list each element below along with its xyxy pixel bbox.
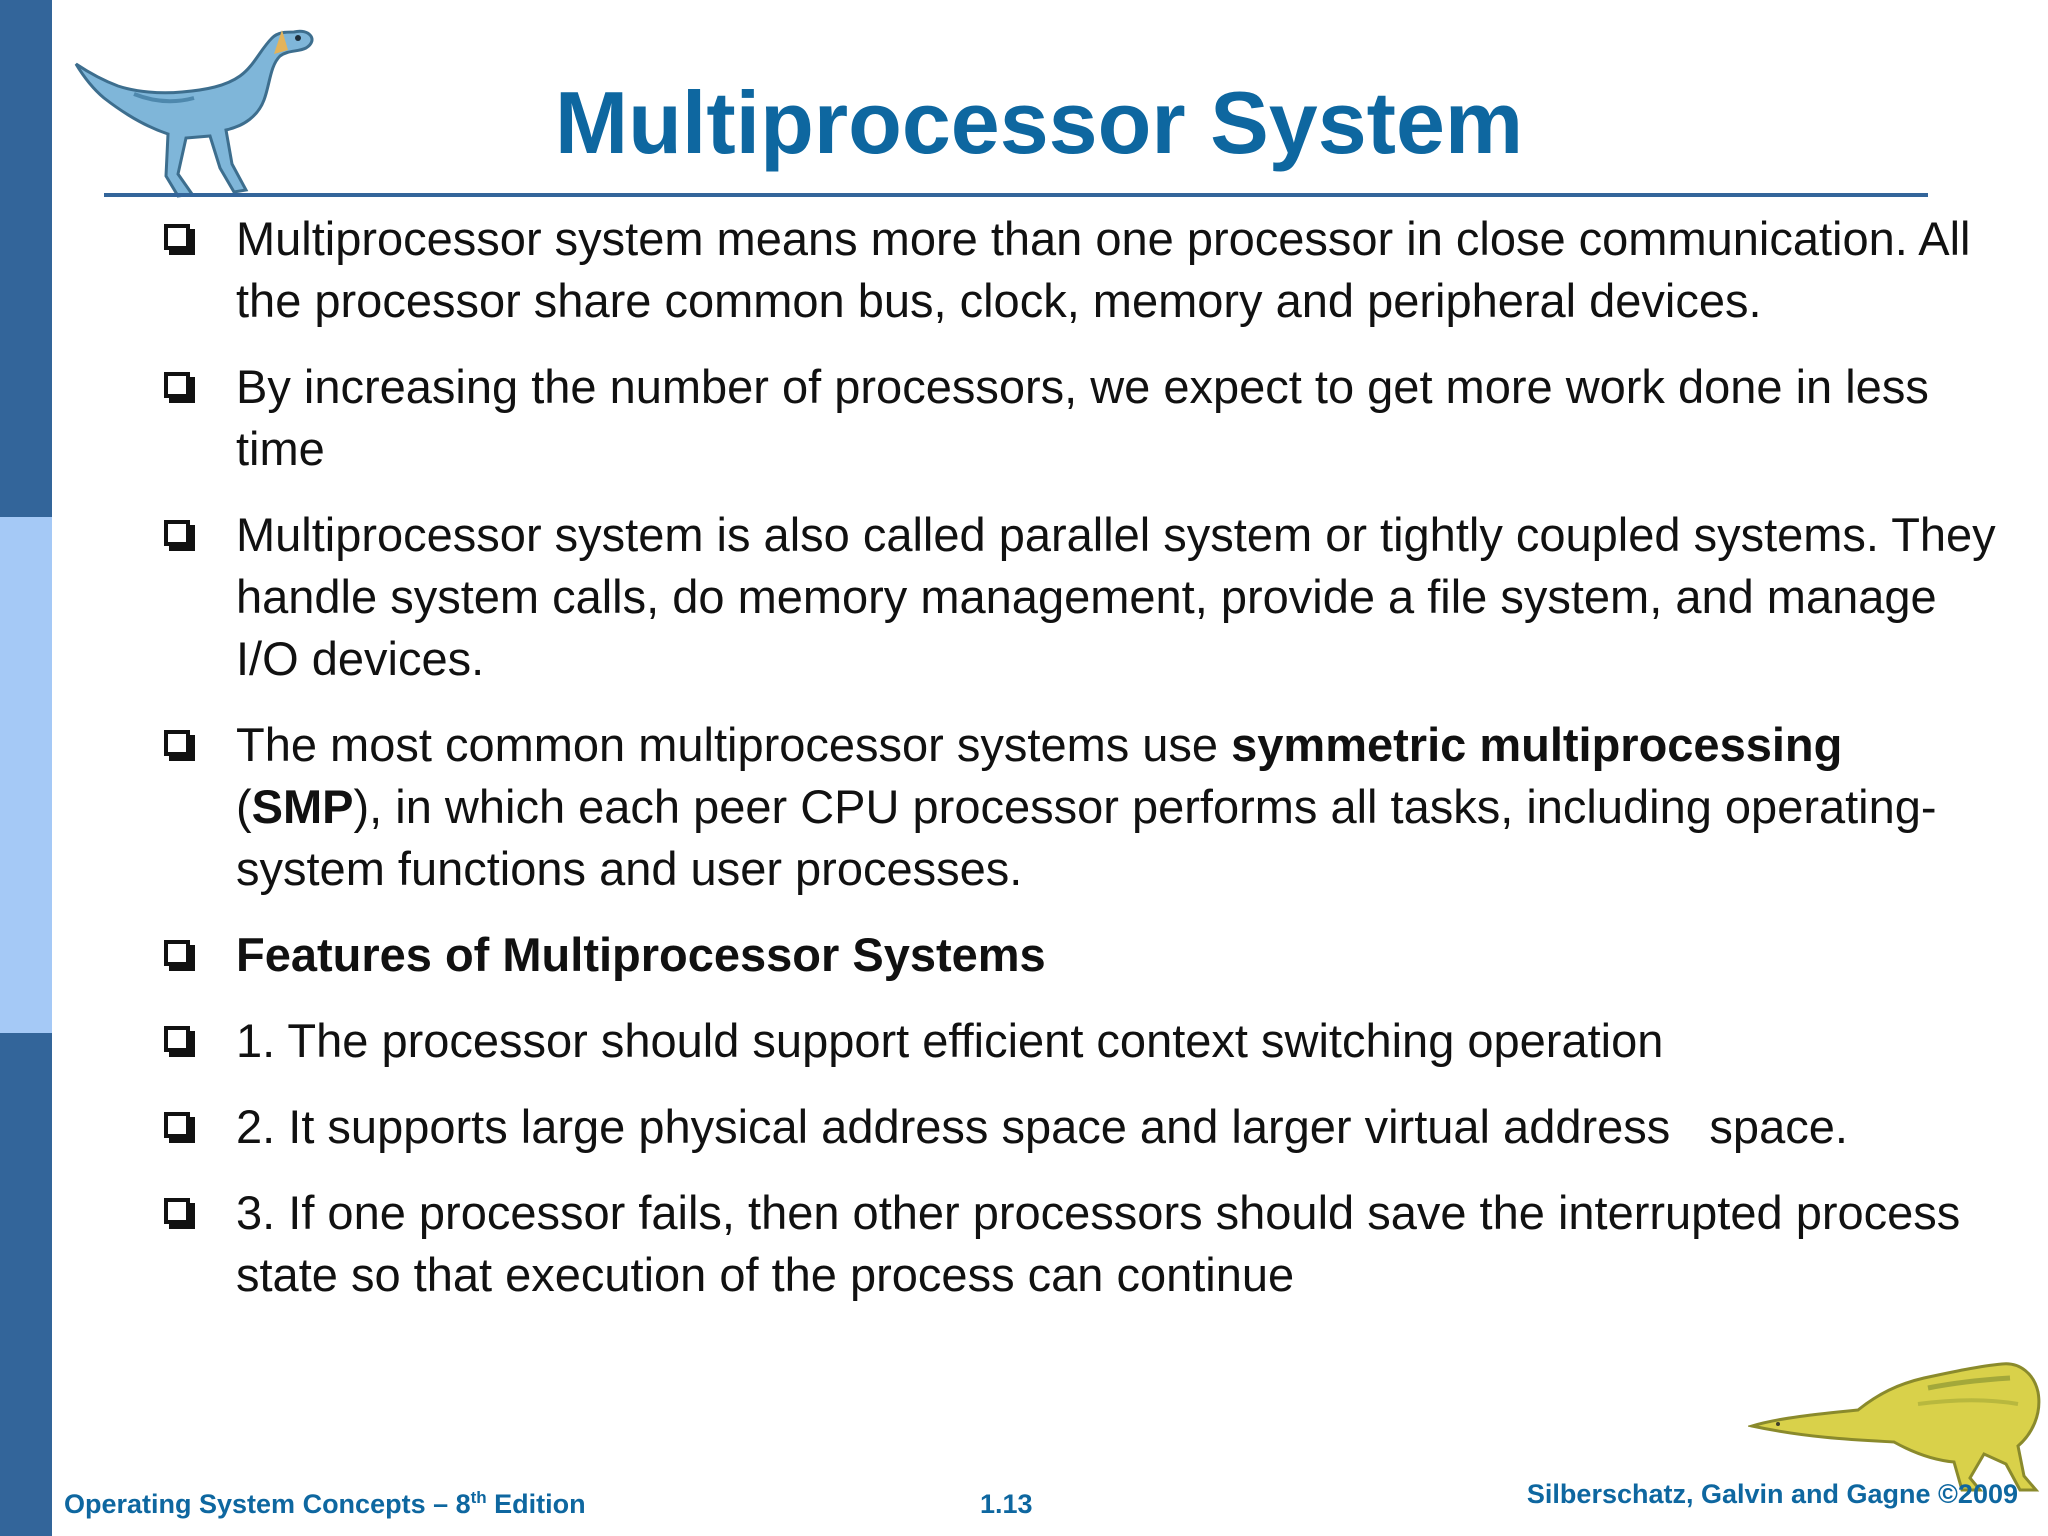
footer-edition-sup: th (470, 1488, 487, 1507)
bullet-text: By increasing the number of processors, … (236, 360, 1929, 475)
bullet-item: By increasing the number of processors, … (160, 356, 2010, 480)
bullet-text: 3. If one processor fails, then other pr… (236, 1186, 1961, 1301)
square-bullet-icon (164, 1026, 190, 1052)
bullet-list: Multiprocessor system means more than on… (160, 208, 2010, 1330)
bullet-item: Multiprocessor system means more than on… (160, 208, 2010, 332)
bullet-text: Features of Multiprocessor Systems (236, 928, 1046, 981)
square-bullet-icon (164, 730, 190, 756)
bullet-item: 1. The processor should support efficien… (160, 1010, 2010, 1072)
footer-copyright: Silberschatz, Galvin and Gagne ©2009 (1526, 1479, 2018, 1509)
bullet-item: Multiprocessor system is also called par… (160, 504, 2010, 690)
bullet-term-smp-full: symmetric multiprocessing (1231, 718, 1843, 771)
left-sidebar-band (0, 0, 52, 1536)
footer-book-title: Operating System Concepts – 8th Edition (64, 1488, 586, 1520)
bullet-text-part: ( (236, 780, 252, 833)
footer-page-number: 1.13 (980, 1489, 1033, 1519)
dinosaur-icon (74, 29, 314, 198)
bullet-item-heading: Features of Multiprocessor Systems (160, 924, 2010, 986)
footer-book-text: Operating System Concepts – 8 (64, 1489, 471, 1519)
bullet-text: 1. The processor should support efficien… (236, 1014, 1664, 1067)
square-bullet-icon (164, 520, 190, 546)
bullet-item: 2. It supports large physical address sp… (160, 1096, 2010, 1158)
bullet-text-part: ), in which each peer CPU processor perf… (236, 780, 1937, 895)
title-divider (104, 193, 1928, 197)
square-bullet-icon (164, 940, 190, 966)
square-bullet-icon (164, 1198, 190, 1224)
bullet-item: 3. If one processor fails, then other pr… (160, 1182, 2010, 1306)
square-bullet-icon (164, 224, 190, 250)
footer-edition-word: Edition (486, 1489, 586, 1519)
dinosaur-icon (1748, 1362, 2041, 1492)
bullet-item: The most common multiprocessor systems u… (160, 714, 2010, 900)
bullet-text: Multiprocessor system means more than on… (236, 212, 1971, 327)
bullet-text: Multiprocessor system is also called par… (236, 508, 1996, 685)
sidebar-segment-top (0, 0, 52, 517)
bullet-text: 2. It supports large physical address sp… (236, 1100, 1848, 1153)
bullet-text-part: The most common multiprocessor systems u… (236, 718, 1232, 771)
square-bullet-icon (164, 1112, 190, 1138)
sidebar-segment-middle (0, 517, 52, 1033)
bullet-term-smp: SMP (251, 780, 354, 833)
slide-title: Multiprocessor System (554, 73, 1524, 172)
square-bullet-icon (164, 372, 190, 398)
sidebar-segment-bottom (0, 1033, 52, 1536)
